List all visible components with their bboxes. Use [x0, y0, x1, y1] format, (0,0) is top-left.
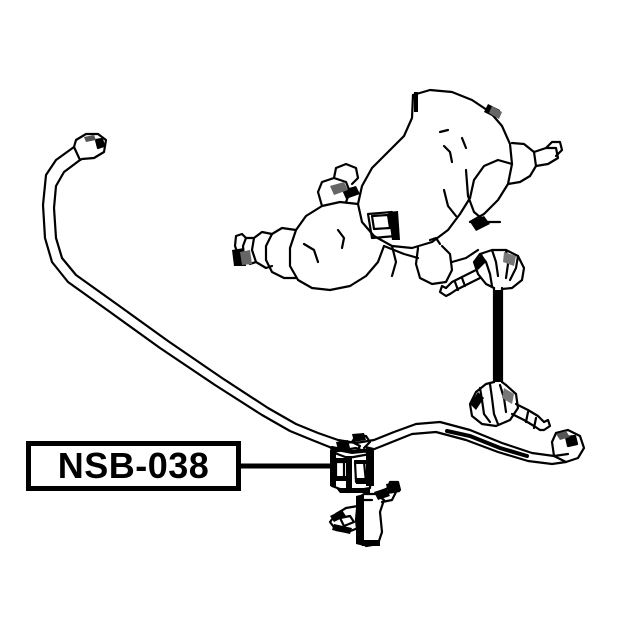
stabilizer-bar-left-eyelet: [72, 132, 108, 162]
differential-housing-grey-shading: [240, 106, 502, 265]
differential-housing: [233, 88, 564, 292]
stabilizer-link-shading: [470, 254, 502, 410]
stabilizer-bushing-shading: [330, 433, 374, 493]
stabilizer-link-grey-shading: [502, 252, 516, 404]
part-number-text: NSB-038: [57, 445, 210, 486]
part-number-callout-box: NSB-038: [26, 441, 241, 491]
stabilizer-bar-right-eyelet: [550, 428, 586, 464]
stabilizer-bar: [41, 145, 570, 466]
bushing-bracket-shading: [330, 482, 400, 546]
